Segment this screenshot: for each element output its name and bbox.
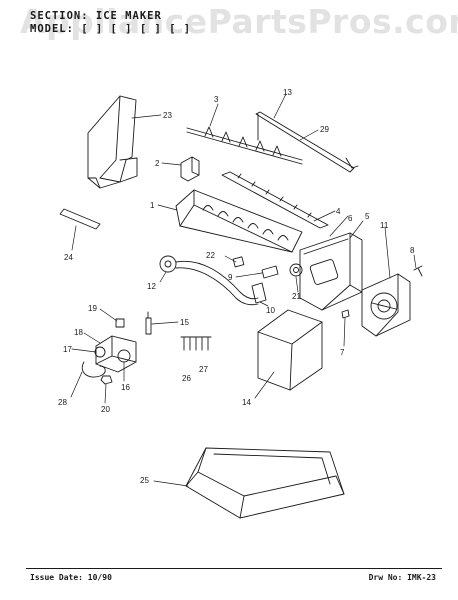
label-part-25: 25 <box>140 476 149 485</box>
label-part-27: 27 <box>199 365 208 374</box>
section-title: SECTION: ICE MAKER <box>30 10 162 22</box>
label-part-5: 5 <box>365 212 370 221</box>
label-part-24: 24 <box>64 253 73 262</box>
label-part-17: 17 <box>63 345 72 354</box>
label-part-1: 1 <box>150 201 155 210</box>
part-12-harness-shape <box>159 255 259 306</box>
label-part-8: 8 <box>410 246 415 255</box>
part-26-27-screws-shape <box>180 336 212 351</box>
part-8-screw-shape <box>413 265 423 277</box>
label-part-12: 12 <box>147 282 156 291</box>
watermark-text: AppliancePartsPros.com <box>20 2 458 41</box>
part-24-rod-shape <box>59 208 101 230</box>
label-part-2: 2 <box>155 159 160 168</box>
label-part-6: 6 <box>348 214 353 223</box>
part-3-ejector-shape <box>186 126 303 165</box>
label-part-26: 26 <box>182 374 191 383</box>
part-14-pad-shape <box>257 309 323 391</box>
drawing-number: Drw No: IMK-23 <box>368 573 436 582</box>
label-part-14: 14 <box>242 398 251 407</box>
part-11-motor-shape <box>361 273 411 337</box>
label-part-4: 4 <box>336 207 341 216</box>
label-part-7: 7 <box>340 348 345 357</box>
part-16-valve-shape <box>81 335 137 378</box>
label-part-20: 20 <box>101 405 110 414</box>
label-part-15: 15 <box>180 318 189 327</box>
label-part-10: 10 <box>266 306 275 315</box>
label-part-3: 3 <box>214 95 219 104</box>
label-part-29: 29 <box>320 125 329 134</box>
part-15-fitting-shape <box>145 311 152 335</box>
part-7-clip-shape <box>341 309 350 319</box>
leader-lines <box>70 93 417 487</box>
footer-rule <box>26 568 442 569</box>
part-21-gear-shape <box>289 263 303 277</box>
label-part-21: 21 <box>292 292 301 301</box>
part-10-switch-shape <box>251 282 267 304</box>
part-20-nut-shape <box>100 375 113 385</box>
part-13-29-strip-shape <box>255 111 359 173</box>
label-part-23: 23 <box>163 111 172 120</box>
issue-date: Issue Date: 10/90 <box>30 573 112 582</box>
part-6-5-housing-shape <box>299 232 363 311</box>
part-25-bucket-shape <box>185 447 345 519</box>
part-9-lever-shape <box>261 265 279 279</box>
label-part-13: 13 <box>283 88 292 97</box>
label-part-19: 19 <box>88 304 97 313</box>
label-part-18: 18 <box>74 328 83 337</box>
part-number-labels: 23 3 13 29 2 1 4 6 5 11 8 22 9 12 21 10 … <box>58 88 415 485</box>
part-23-cover-shape <box>87 95 138 189</box>
part-19-grommet-shape <box>115 318 125 328</box>
model-line: MODEL: [ ] [ ] [ ] [ ] <box>30 23 192 35</box>
label-part-16: 16 <box>121 383 130 392</box>
part-22-clip-shape <box>232 256 245 268</box>
label-part-22: 22 <box>206 251 215 260</box>
part-2-bracket-shape <box>180 156 200 182</box>
part-1-mold-shape <box>175 189 303 253</box>
label-part-28: 28 <box>58 398 67 407</box>
label-part-11: 11 <box>380 221 389 230</box>
part-4-stripper-shape <box>221 171 329 229</box>
label-part-9: 9 <box>228 273 233 282</box>
